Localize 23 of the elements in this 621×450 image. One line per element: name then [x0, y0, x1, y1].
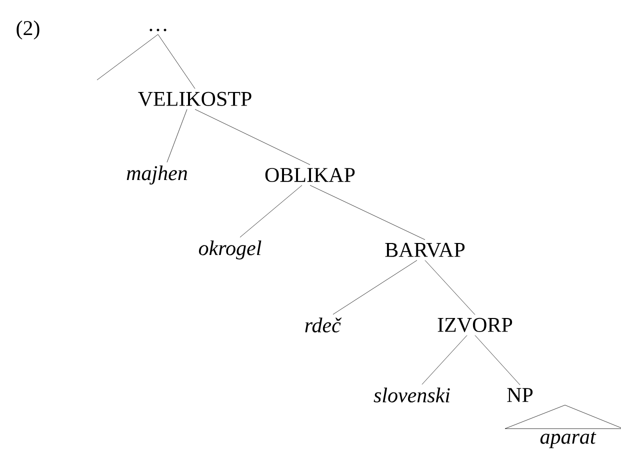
- triangle: [504, 404, 621, 429]
- branch-line: [96, 34, 158, 80]
- word-label: majhen: [126, 165, 188, 185]
- branch-line: [194, 109, 310, 165]
- word-label: slovenski: [374, 388, 450, 402]
- branch-line: [240, 185, 302, 238]
- phrase-label: OBLIKAP: [265, 168, 355, 182]
- phrase-label: BARVAP: [385, 242, 465, 258]
- branch-line: [310, 185, 426, 240]
- example-number: (2): [16, 20, 40, 40]
- branch-line: [166, 109, 188, 162]
- ellipsis: …: [150, 28, 166, 32]
- branch-line: [158, 34, 196, 89]
- branch-line: [474, 335, 520, 386]
- word-label: aparat: [540, 432, 596, 448]
- phrase-label: IZVORP: [438, 318, 512, 332]
- word-label: okrogel: [198, 240, 262, 260]
- phrase-label: NP: [507, 388, 533, 402]
- branch-line: [424, 260, 476, 315]
- word-label: rdeč: [305, 318, 342, 332]
- branch-line: [422, 335, 468, 385]
- branch-line: [332, 260, 418, 315]
- phrase-label: VELIKOSTP: [138, 92, 252, 106]
